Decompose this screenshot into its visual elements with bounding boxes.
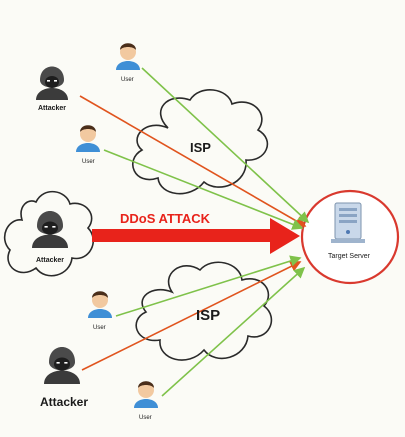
user-icon [88,291,112,318]
user-line-upper-left [103,149,304,230]
user-icon [76,125,100,152]
isp-label-top: ISP [190,140,211,155]
user-label-upper-left: User [82,159,95,165]
user-line-bottom [161,266,306,397]
user-label-top: User [121,77,134,83]
user-label-lower-left: User [93,325,106,331]
attacker-label-top: Attacker [38,105,66,112]
ddos-arrow [92,218,300,254]
hacker-icon [36,66,68,100]
attacker-label-bottom: Attacker [40,395,88,409]
hacker-icon [44,347,80,384]
user-label-bottom: User [139,415,152,421]
attack-line-bottom [81,261,302,371]
user-icon [134,381,158,408]
attacker-label-mid: Attacker [36,257,64,264]
attacker-cloud [4,190,94,277]
user-icon [116,43,140,70]
user-line-top [141,67,310,224]
isp-label-bottom: ISP [196,307,220,324]
ddos-label: DDoS ATTACK [120,211,211,226]
server-icon [331,202,365,243]
user-line-lower-left [115,255,302,317]
target-label: Target Server [328,253,371,260]
isp-cloud-bottom [135,261,273,361]
hacker-icon [32,211,68,248]
attack-line-top [79,95,307,227]
